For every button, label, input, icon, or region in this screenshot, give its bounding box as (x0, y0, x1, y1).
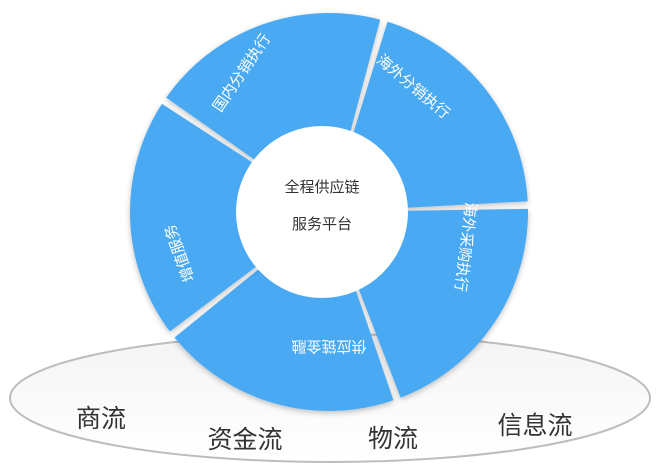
segment-value-added-services (130, 103, 274, 332)
center-circle (236, 126, 408, 298)
flow-label-information: 信息流 (497, 411, 572, 440)
segment-label-supply-chain-finance: 供应链金融 (291, 338, 366, 356)
segment-overseas-procurement (354, 208, 528, 398)
flow-label-capital: 资金流 (207, 425, 282, 454)
segment-overseas-distribution (349, 21, 528, 209)
center-title: 全程供应链 (284, 178, 359, 196)
flow-label-logistics: 物流 (368, 424, 418, 453)
flow-label-commerce: 商流 (76, 404, 126, 433)
center-subtitle: 服务平台 (292, 215, 352, 233)
